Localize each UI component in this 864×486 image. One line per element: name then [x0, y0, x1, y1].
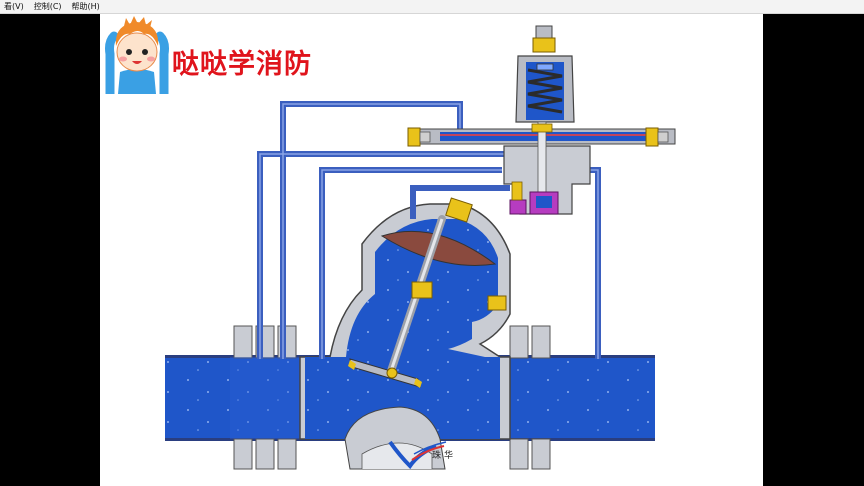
pilot-valve: [407, 25, 676, 215]
swoosh-logo-icon: [388, 440, 447, 470]
letterbox-left: [0, 14, 100, 486]
letterbox-right: [763, 14, 864, 486]
menu-control[interactable]: 控制(C): [33, 2, 62, 11]
left-flange: [230, 325, 300, 470]
menu-help[interactable]: 帮助(H): [71, 2, 100, 11]
right-flange: [509, 325, 551, 470]
diaphragm: [380, 230, 497, 266]
top-nut: [445, 197, 473, 223]
brand-title: 哒哒学消防: [172, 49, 312, 80]
logo-text: 珠华: [432, 451, 457, 461]
valve-diagram: [165, 25, 676, 470]
child-mascot-icon: [105, 16, 169, 94]
menu-view[interactable]: 看(V): [4, 2, 24, 11]
video-stage[interactable]: 哒哒学消防: [100, 14, 763, 486]
menu-bar: 看(V) 控制(C) 帮助(H): [0, 0, 864, 14]
